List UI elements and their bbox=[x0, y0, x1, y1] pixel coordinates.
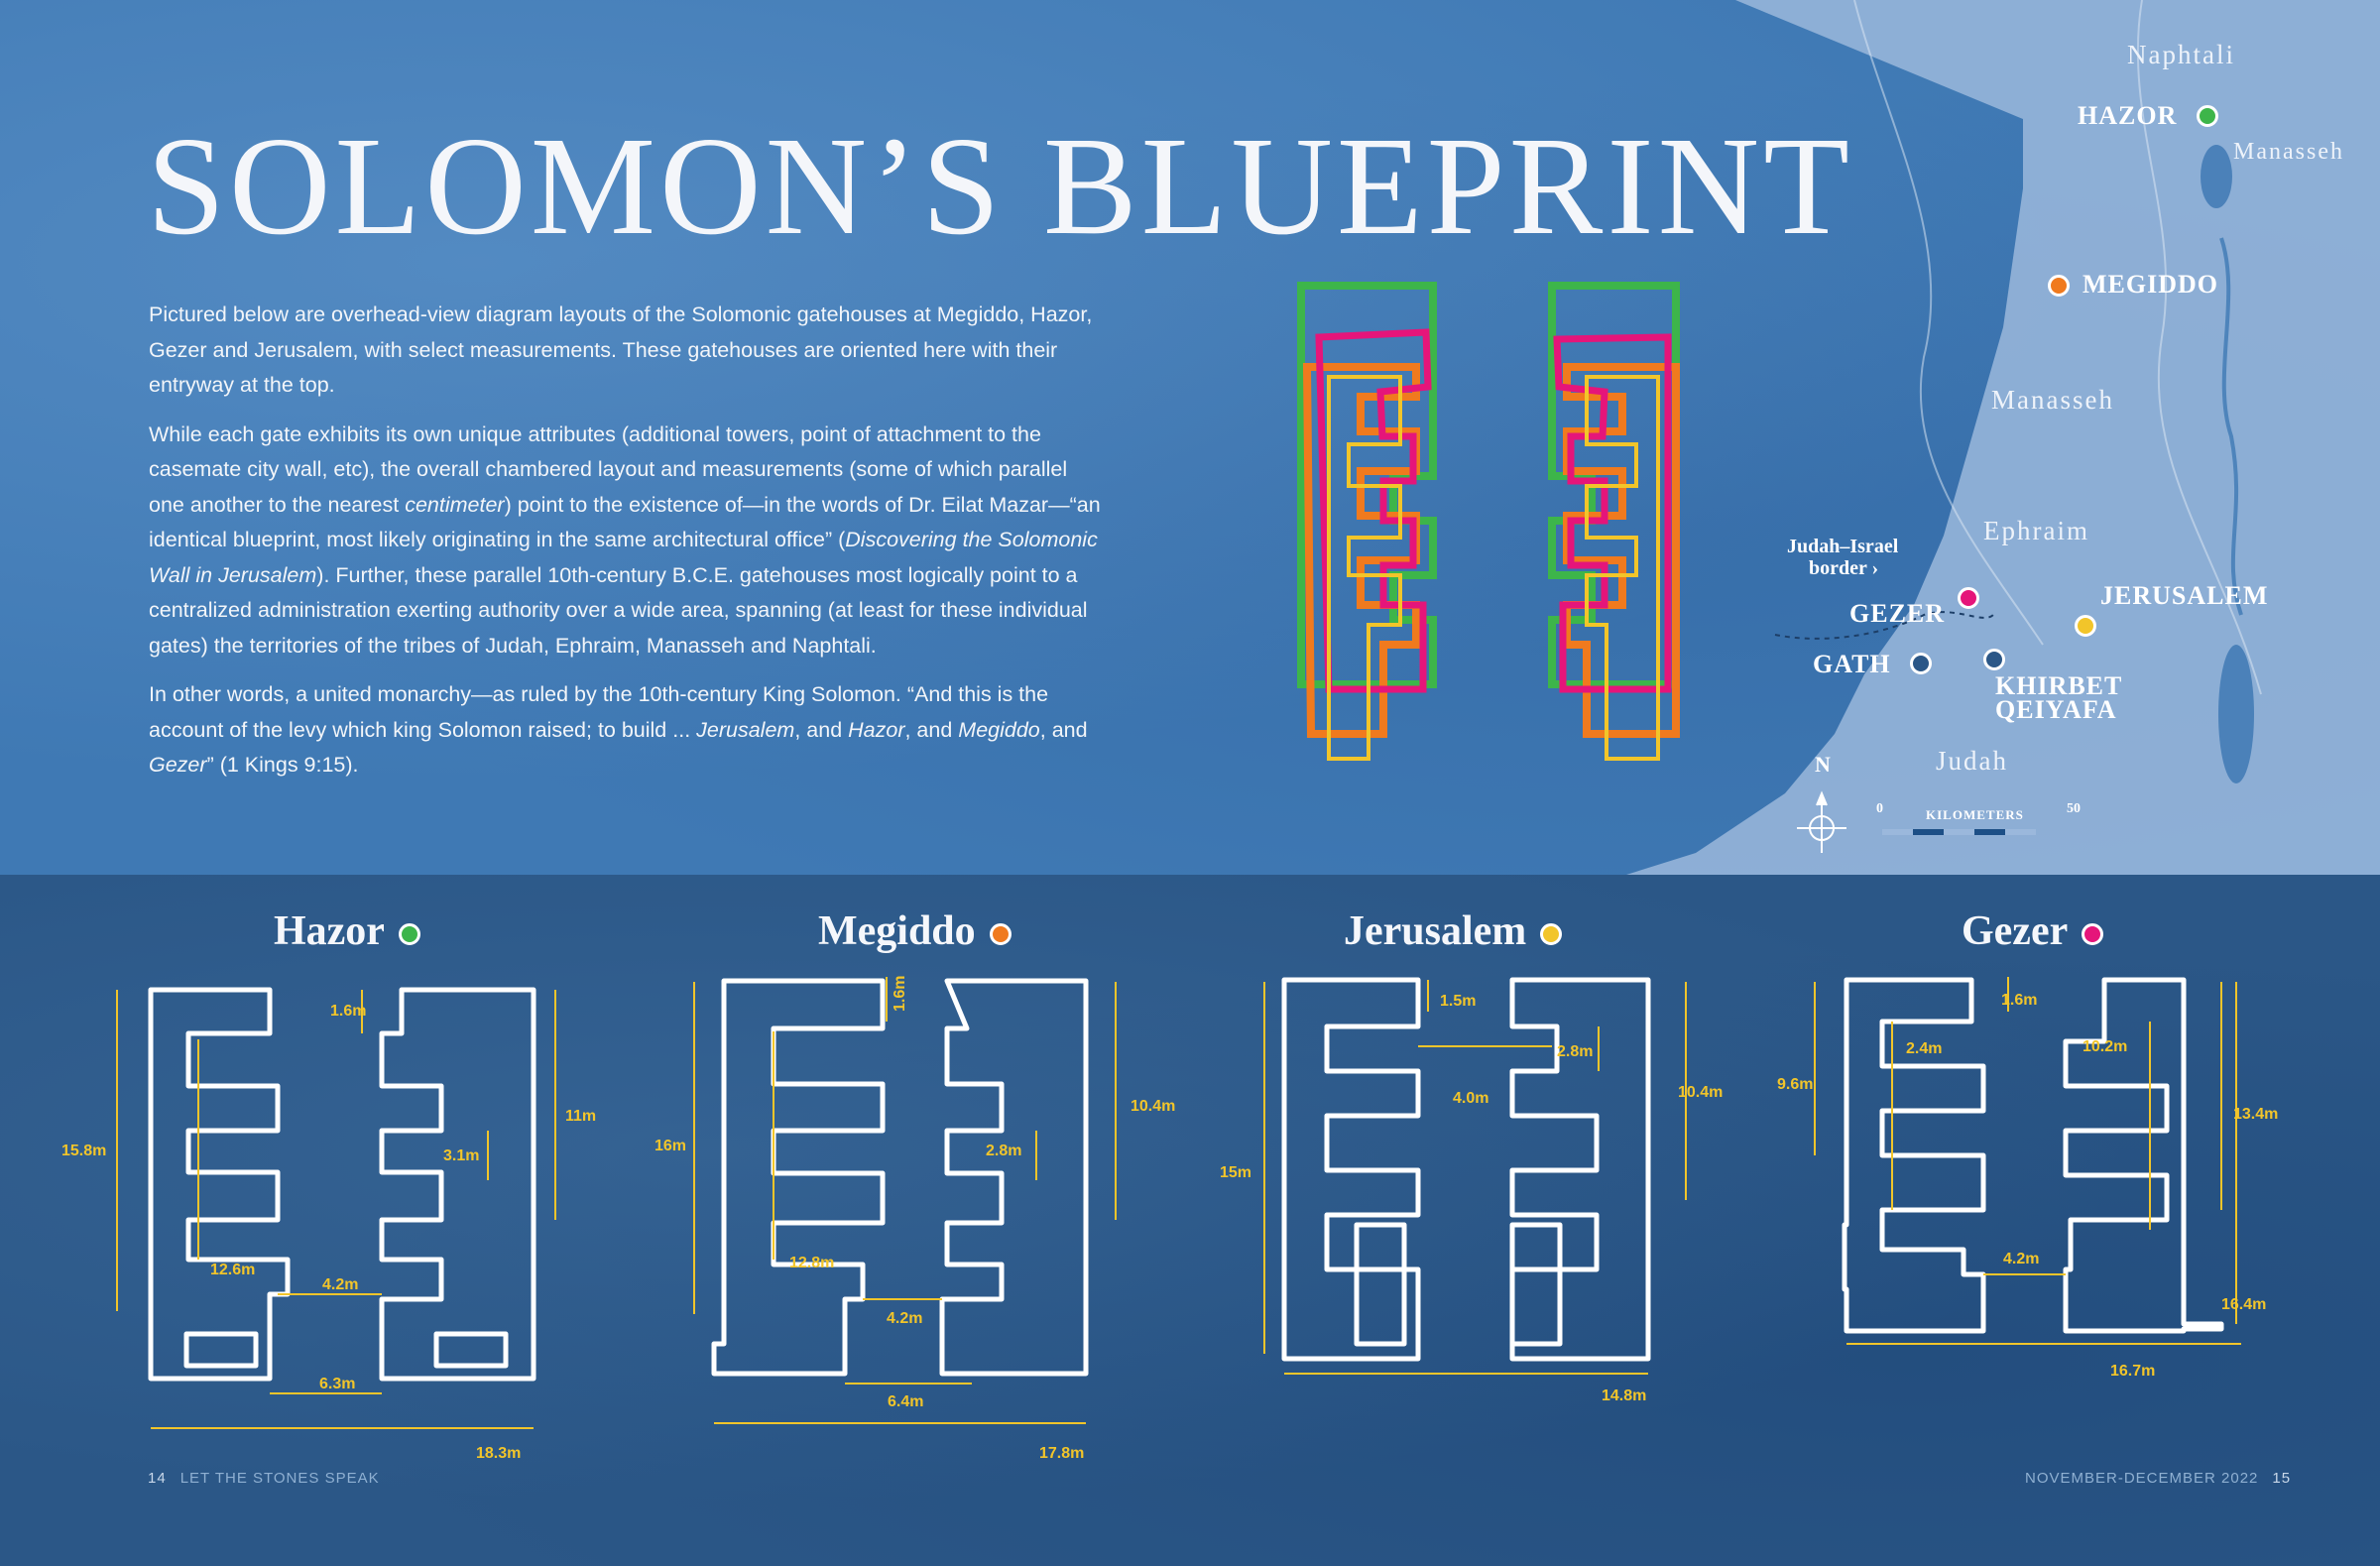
jerusalem-m2: 2.8m bbox=[1557, 1043, 1593, 1060]
region-manasseh: Manasseh bbox=[1991, 385, 2114, 415]
page-title: SOLOMON’S BLUEPRINT bbox=[147, 107, 1853, 264]
overlaid-gate-outlines bbox=[1297, 282, 1680, 761]
hazor-m6: 4.2m bbox=[322, 1276, 358, 1293]
compass-icon bbox=[1797, 790, 1846, 853]
gate-title-megiddo: Megiddo bbox=[818, 907, 1012, 955]
megiddo-m1: 1.6m bbox=[892, 976, 908, 1012]
gezer-m2: 2.4m bbox=[1906, 1040, 1942, 1057]
outline-jerusalem bbox=[1327, 375, 1660, 761]
jerusalem-m1: 1.5m bbox=[1440, 993, 1476, 1010]
region-manasseh-east: Manasseh bbox=[2233, 139, 2344, 165]
gate-title-hazor: Hazor bbox=[274, 907, 420, 955]
intro-paragraph-3: In other words, a united monarchy—as rul… bbox=[149, 682, 1088, 777]
city-megiddo: MEGIDDO bbox=[2082, 270, 2218, 299]
intro-paragraph-2: While each gate exhibits its own unique … bbox=[149, 422, 1101, 658]
jerusalem-m5: 15m bbox=[1220, 1164, 1251, 1181]
gezer-marker bbox=[1958, 587, 1979, 609]
city-khirbet-qeiyafa: KHIRBET QEIYAFA bbox=[1995, 671, 2122, 724]
hazor-m2: 11m bbox=[565, 1108, 596, 1125]
gezer-m5: 13.4m bbox=[2233, 1106, 2278, 1123]
city-hazor: HAZOR bbox=[2078, 101, 2178, 130]
gezer-m7: 16.4m bbox=[2221, 1296, 2266, 1313]
hazor-m1: 1.6m bbox=[330, 1003, 366, 1020]
intro-paragraph-1: Pictured below are overhead-view diagram… bbox=[149, 302, 1093, 397]
megiddo-m6: 4.2m bbox=[887, 1310, 922, 1327]
gezer-m4: 9.6m bbox=[1777, 1076, 1813, 1093]
megiddo-m5: 12.8m bbox=[789, 1255, 834, 1271]
megiddo-m7: 6.4m bbox=[888, 1393, 923, 1410]
gath-marker bbox=[1910, 653, 1932, 674]
scale-bar bbox=[1882, 829, 2036, 835]
region-judah: Judah bbox=[1936, 746, 2008, 776]
hazor-m4: 3.1m bbox=[443, 1147, 479, 1164]
megiddo-dot bbox=[989, 923, 1012, 946]
megiddo-m8: 17.8m bbox=[1039, 1445, 1084, 1462]
scale-start: 0 bbox=[1876, 801, 1883, 816]
hazor-m7: 6.3m bbox=[319, 1376, 355, 1392]
regional-map: Naphtali Manasseh Manasseh Ephraim Judah… bbox=[1626, 0, 2380, 875]
gezer-m1: 1.6m bbox=[2001, 992, 2037, 1009]
jerusalem-m3: 4.0m bbox=[1453, 1090, 1488, 1107]
region-ephraim: Ephraim bbox=[1983, 516, 2089, 545]
gate-title-gezer: Gezer bbox=[1962, 907, 2104, 955]
gezer-m3: 10.2m bbox=[2082, 1038, 2127, 1055]
plan-hazor: 1.6m 11m 15.8m 3.1m 12.6m 4.2m 6.3m 18.3… bbox=[61, 987, 596, 1462]
region-naphtali: Naphtali bbox=[2127, 40, 2235, 69]
gezer-dot bbox=[2082, 923, 2104, 946]
border-label: Judah–Israel border › bbox=[1787, 536, 1899, 579]
gezer-m8: 16.7m bbox=[2110, 1363, 2155, 1380]
hazor-dot bbox=[398, 923, 420, 946]
outline-hazor bbox=[1297, 282, 1680, 688]
scale-unit: KILOMETERS bbox=[1926, 807, 2024, 822]
jerusalem-m6: 14.8m bbox=[1602, 1387, 1646, 1404]
hazor-marker bbox=[2197, 105, 2218, 127]
gezer-m6: 4.2m bbox=[2003, 1251, 2039, 1267]
north-label: N bbox=[1815, 752, 1831, 777]
city-gezer: GEZER bbox=[1849, 599, 1946, 628]
hazor-m3: 15.8m bbox=[61, 1143, 106, 1159]
plan-megiddo: 1.6m 10.4m 16m 2.8m 12.8m 4.2m 6.4m 17.8… bbox=[654, 976, 1175, 1462]
megiddo-marker bbox=[2048, 275, 2070, 297]
khirbet-qeiyafa-marker bbox=[1983, 649, 2005, 670]
jerusalem-m4: 10.4m bbox=[1678, 1084, 1723, 1101]
hazor-m8: 18.3m bbox=[476, 1445, 521, 1462]
city-jerusalem: JERUSALEM bbox=[2100, 581, 2269, 610]
plan-jerusalem: 1.5m 2.8m 4.0m 10.4m 15m 14.8m bbox=[1220, 977, 1723, 1404]
gate-title-jerusalem: Jerusalem bbox=[1344, 907, 1563, 955]
megiddo-m2: 10.4m bbox=[1130, 1098, 1175, 1115]
megiddo-m4: 2.8m bbox=[986, 1143, 1021, 1159]
city-gath: GATH bbox=[1813, 650, 1891, 678]
plan-gezer: 1.6m 2.4m 10.2m 9.6m 13.4m 4.2m 16.4m 16… bbox=[1777, 977, 2278, 1380]
megiddo-m3: 16m bbox=[654, 1138, 686, 1154]
intro-text: Pictured below are overhead-view diagram… bbox=[149, 298, 1101, 797]
jerusalem-dot bbox=[1540, 923, 1563, 946]
coastline bbox=[1626, 0, 2380, 875]
outline-gezer bbox=[1315, 328, 1672, 693]
scale-end: 50 bbox=[2067, 801, 2081, 816]
outline-megiddo bbox=[1302, 363, 1680, 738]
jerusalem-marker bbox=[2075, 615, 2096, 637]
hazor-m5: 12.6m bbox=[210, 1262, 255, 1278]
